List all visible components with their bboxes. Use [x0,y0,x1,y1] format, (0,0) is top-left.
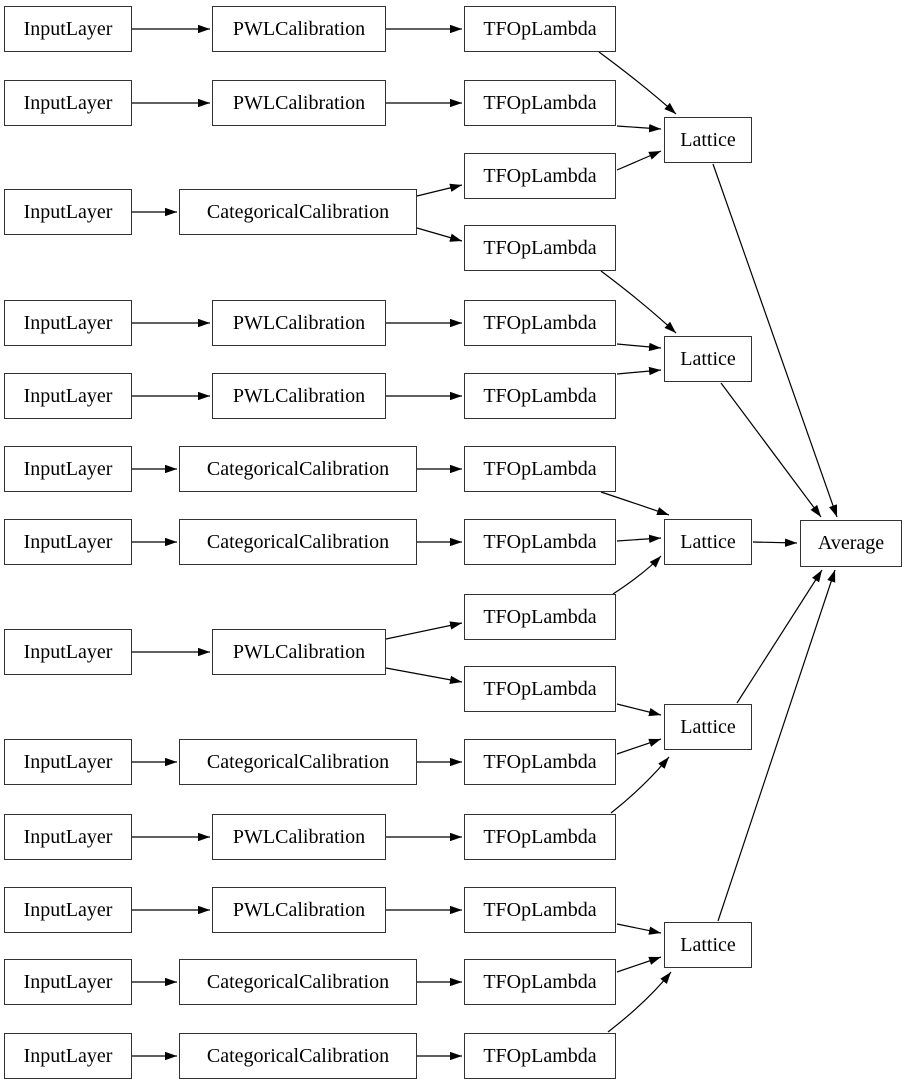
node-tfoplambda-7: TFOpLambda [464,446,616,492]
node-lattice-4: Lattice [664,704,752,750]
node-input-layer-10: InputLayer [4,814,132,860]
node-pwl-calibration-4: PWLCalibration [212,373,386,419]
node-tfoplambda-2: TFOpLambda [464,80,616,126]
node-input-layer-9: InputLayer [4,739,132,785]
node-tfoplambda-8: TFOpLambda [464,519,616,565]
node-input-layer-8: InputLayer [4,629,132,675]
node-input-layer-11: InputLayer [4,887,132,933]
node-input-layer-2: InputLayer [4,80,132,126]
node-pwl-calibration-1: PWLCalibration [212,6,386,52]
edge-cal3-tf3b [416,227,463,242]
node-categorical-calibration-4: CategoricalCalibration [179,739,417,785]
node-pwl-calibration-6: PWLCalibration [212,814,386,860]
edge-cal3-tf3a [416,183,463,197]
node-input-layer-1: InputLayer [4,6,132,52]
node-lattice-5: Lattice [664,922,752,968]
node-pwl-calibration-2: PWLCalibration [212,80,386,126]
node-categorical-calibration-1: CategoricalCalibration [179,189,417,235]
edge-lat3-avg [752,538,798,547]
node-categorical-calibration-3: CategoricalCalibration [179,519,417,565]
node-tfoplambda-11: TFOpLambda [464,739,616,785]
node-categorical-calibration-6: CategoricalCalibration [179,1033,417,1079]
node-categorical-calibration-5: CategoricalCalibration [179,959,417,1005]
node-lattice-1: Lattice [664,117,752,163]
edge-tf11-lat5 [616,923,662,935]
node-input-layer-12: InputLayer [4,959,132,1005]
edge-tf8b-lat4 [616,703,662,717]
node-tfoplambda-3: TFOpLambda [464,153,616,199]
node-categorical-calibration-2: CategoricalCalibration [179,446,417,492]
node-tfoplambda-15: TFOpLambda [464,1033,616,1079]
edge-tf12-lat5 [616,956,662,973]
edge-tf6-lat3 [600,491,670,516]
node-tfoplambda-9: TFOpLambda [464,594,616,640]
node-input-layer-7: InputLayer [4,519,132,565]
node-input-layer-13: InputLayer [4,1033,132,1079]
edge-tf3a-lat1 [616,150,662,171]
node-pwl-calibration-3: PWLCalibration [212,300,386,346]
node-average: Average [800,520,902,567]
node-tfoplambda-1: TFOpLambda [464,6,616,52]
node-lattice-2: Lattice [664,336,752,382]
edge-tf5-lat2 [616,366,662,376]
edge-tf2-lat1 [616,123,662,133]
node-input-layer-5: InputLayer [4,373,132,419]
edge-tf7-lat3 [616,534,662,544]
node-input-layer-3: InputLayer [4,189,132,235]
edge-tf8a-lat3 [612,555,662,595]
node-tfoplambda-5: TFOpLambda [464,300,616,346]
node-pwl-calibration-5: PWLCalibration [212,629,386,675]
node-tfoplambda-12: TFOpLambda [464,814,616,860]
node-tfoplambda-6: TFOpLambda [464,373,616,419]
edge-lat2-avg [720,382,822,518]
node-tfoplambda-14: TFOpLambda [464,959,616,1005]
node-input-layer-6: InputLayer [4,446,132,492]
edge-cal8-tf8a [385,621,463,640]
node-tfoplambda-4: TFOpLambda [464,225,616,271]
node-pwl-calibration-7: PWLCalibration [212,887,386,933]
edge-tf4-lat2 [616,342,662,352]
node-tfoplambda-10: TFOpLambda [464,666,616,712]
edge-tf9-lat4 [616,738,662,755]
edge-lat4-avg [736,569,823,704]
node-tfoplambda-13: TFOpLambda [464,887,616,933]
edge-tf10-lat4 [610,756,670,814]
node-input-layer-4: InputLayer [4,300,132,346]
edge-tf13-lat5 [607,971,672,1033]
node-lattice-3: Lattice [664,519,752,565]
edge-cal8-tf8b [385,667,463,684]
